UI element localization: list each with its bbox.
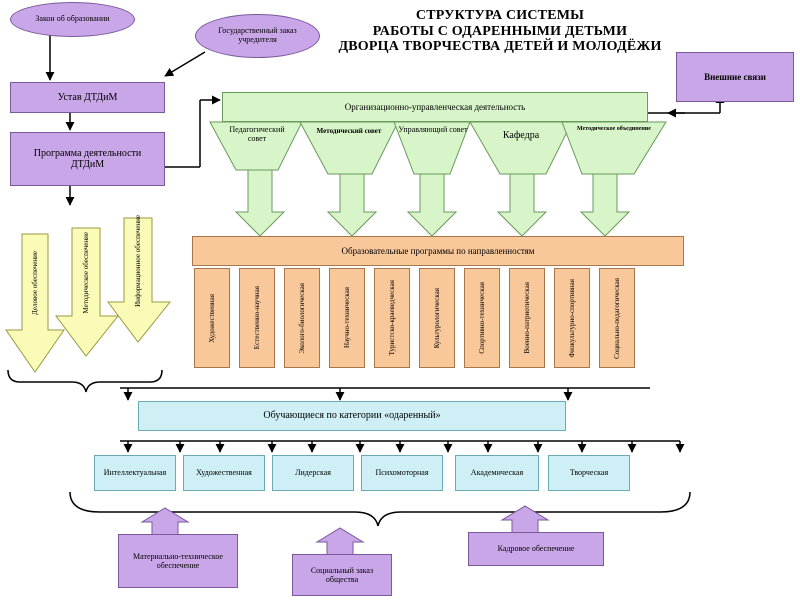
category-box: Лидерская	[272, 455, 354, 491]
law-label: Закон об образовании	[35, 14, 110, 24]
social-order-label: Социальный заказ общества	[310, 565, 374, 584]
charter-label: Устав ДТДиМ	[57, 91, 118, 103]
direction-column: Туристско-краеведческая	[374, 268, 410, 368]
title-line-3: ДВОРЦА ТВОРЧЕСТВА ДЕТЕЙ И МОЛОДЁЖИ	[338, 39, 662, 55]
category-box: Психомоторная	[361, 455, 443, 491]
org-management-label: Организационно-управленческая деятельнос…	[344, 102, 526, 112]
charter-box: Устав ДТДиМ	[10, 82, 165, 113]
material-support-label: Материально-техническое обеспечение	[133, 551, 223, 570]
funnel-pedagogical: Педагогический совет	[229, 125, 285, 143]
brace-support	[7, 369, 163, 393]
program-box: Программа деятельности ДТДиМ	[10, 132, 165, 186]
external-links-label: Внешние связи	[704, 71, 766, 82]
direction-column: Художественная	[194, 268, 230, 368]
law-ellipse: Закон об образовании	[10, 2, 135, 37]
brace-categories	[69, 491, 691, 527]
students-category-box: Обучающиеся по категории «одаренный»	[138, 401, 566, 431]
direction-column: Социально-педагогическая	[599, 268, 635, 368]
personnel-support-label: Кадровое обеспечение	[497, 544, 575, 554]
edu-programs-label: Образовательные программы по направленно…	[341, 246, 535, 256]
direction-column: Спортивно-техническая	[464, 268, 500, 368]
external-links-box: Внешние связи	[676, 52, 794, 102]
state-order-label: Государственный заказ учредителя	[218, 26, 297, 44]
support-arrow-2: Методическое обеспечение	[81, 232, 90, 314]
arrow-order-to-charter	[164, 51, 206, 77]
personnel-support-box: Кадровое обеспечение	[468, 532, 604, 566]
program-label: Программа деятельности ДТДиМ	[33, 147, 142, 171]
funnels	[209, 121, 667, 175]
direction-column: Естественно-научная	[239, 268, 275, 368]
title-line-2: РАБОТЫ С ОДАРЕННЫМИ ДЕТЬМИ	[372, 23, 628, 39]
category-box: Академическая	[455, 455, 539, 491]
direction-column: Научно-техническая	[329, 268, 365, 368]
funnel-methodical: Методический совет	[316, 127, 382, 135]
students-category-label: Обучающиеся по категории «одаренный»	[263, 410, 441, 422]
state-order-ellipse: Государственный заказ учредителя	[195, 14, 320, 58]
support-arrow-3: Информационное обеспечение	[133, 215, 142, 307]
green-arrows	[234, 169, 631, 237]
category-box: Интеллектуальная	[94, 455, 176, 491]
direction-column: Культурологическая	[419, 268, 455, 368]
funnel-method-association: Методическое объединение	[577, 126, 651, 132]
social-order-box: Социальный заказ общества	[292, 554, 392, 596]
page-title: СТРУКТУРА СИСТЕМЫ РАБОТЫ С ОДАРЕННЫМИ ДЕ…	[320, 8, 680, 55]
support-arrow-1: Деловое обеспечение	[30, 251, 39, 315]
direction-column: Эколого-биологическая	[284, 268, 320, 368]
direction-column: Военно-патриотическая	[509, 268, 545, 368]
funnel-department: Кафедра	[502, 130, 540, 141]
direction-column: Физкультурно-спортивная	[554, 268, 590, 368]
org-management-box: Организационно-управленческая деятельнос…	[222, 92, 648, 122]
title-line-1: СТРУКТУРА СИСТЕМЫ	[415, 8, 585, 23]
material-support-box: Материально-техническое обеспечение	[118, 534, 238, 588]
edu-programs-bar: Образовательные программы по направленно…	[192, 236, 684, 266]
funnel-managing: Управляющий совет	[398, 125, 468, 134]
yellow-arrows	[5, 217, 172, 373]
category-box: Творческая	[548, 455, 630, 491]
category-box: Художественная	[183, 455, 265, 491]
